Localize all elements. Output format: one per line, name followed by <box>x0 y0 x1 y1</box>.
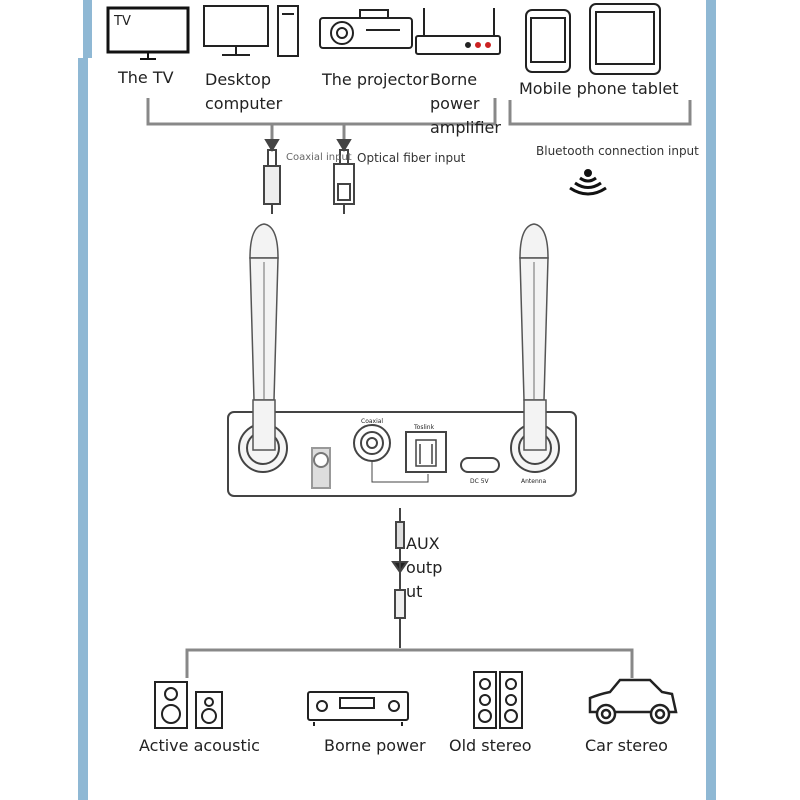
port-dc-label: DC 5V <box>470 478 489 485</box>
label-aux-1: AUX <box>406 534 440 553</box>
output-bracket <box>185 648 634 678</box>
desktop-computer-icon <box>203 5 299 57</box>
mobile-tablet-icon <box>525 3 661 75</box>
tv-icon <box>106 6 190 60</box>
bluetooth-signal-icon <box>569 169 607 196</box>
label-car-stereo: Car stereo <box>585 736 668 755</box>
port-antenna-label: Antenna <box>521 478 547 485</box>
label-aux-2: outp <box>406 558 443 577</box>
coaxial-plug-icon <box>263 139 281 214</box>
left-side-bar <box>78 58 88 800</box>
active-speaker-icon <box>154 681 223 729</box>
receiver-device <box>227 399 577 497</box>
left-side-bar <box>83 0 92 58</box>
amplifier-icon <box>415 8 501 55</box>
label-projector: The projector <box>322 70 429 89</box>
aux-cable <box>391 508 409 648</box>
label-desktop-2: computer <box>205 94 283 113</box>
label-mobile: Mobile phone tablet <box>519 79 679 98</box>
label-amp-3: amplifier <box>430 118 501 137</box>
label-active-acoustic: Active acoustic <box>139 736 260 755</box>
right-side-bar <box>706 0 716 800</box>
label-aux-3: ut <box>406 582 423 601</box>
label-borne-power: Borne power <box>324 736 426 755</box>
projector-icon <box>319 9 413 49</box>
label-coaxial-input: Coaxial input <box>286 152 352 163</box>
car-icon <box>588 678 678 725</box>
label-tv: The TV <box>118 68 174 87</box>
label-amp-2: power <box>430 94 480 113</box>
stereo-speakers-icon <box>473 671 523 729</box>
label-old-stereo: Old stereo <box>449 736 532 755</box>
label-desktop-1: Desktop <box>205 70 271 89</box>
port-toslink-label: Toslink <box>414 424 435 431</box>
power-amplifier-icon <box>307 691 409 726</box>
label-optical-input: Optical fiber input <box>357 151 466 165</box>
label-bluetooth-input: Bluetooth connection input <box>536 144 699 158</box>
tv-screen-text: TV <box>114 14 131 29</box>
optical-plug-icon <box>333 139 355 214</box>
port-coaxial-label: Coaxial <box>361 418 384 425</box>
label-amp-1: Borne <box>430 70 478 89</box>
